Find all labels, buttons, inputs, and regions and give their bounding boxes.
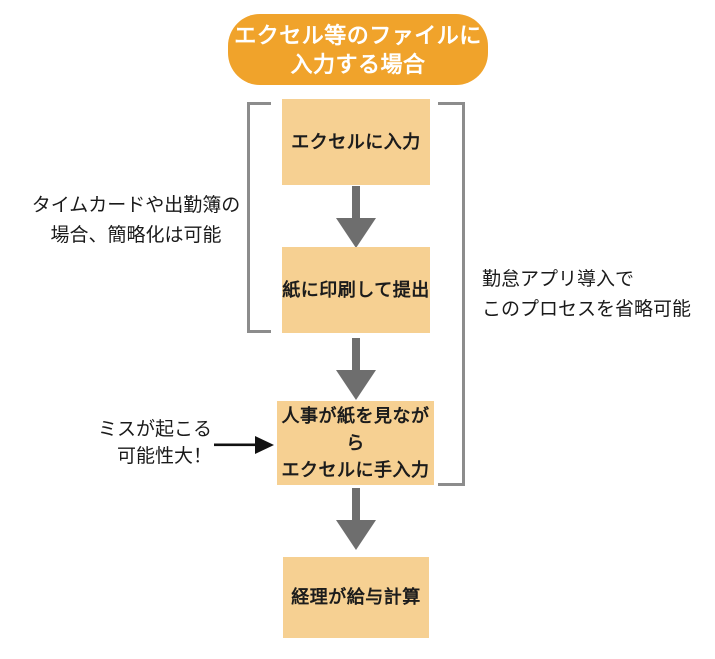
note-line: ミスが起こる xyxy=(97,419,212,440)
flow-step-excel-input: エクセルに入力 xyxy=(282,99,430,185)
right-bracket xyxy=(438,102,465,486)
arrow-down-icon xyxy=(336,186,376,248)
note-app-skip-process: 勤怠アプリ導入で このプロセスを省略可能 xyxy=(482,265,712,325)
flow-step-label: 経理が給与計算 xyxy=(291,587,421,607)
note-timecard-simplify: タイムカードや出勤簿の 場合、簡略化は可能 xyxy=(24,191,248,251)
title-badge-line1: エクセル等のファイルに xyxy=(234,22,482,48)
note-line: このプロセスを省略可能 xyxy=(482,299,692,320)
note-mistake-risk: ミスが起こる 可能性大！ xyxy=(90,416,212,470)
note-line: 可能性大！ xyxy=(116,446,212,467)
flow-step-print-submit: 紙に印刷して提出 xyxy=(282,247,430,333)
arrow-right-icon xyxy=(214,436,274,454)
note-line: タイムカードや出勤簿の xyxy=(31,195,241,216)
note-line: 勤怠アプリ導入で xyxy=(482,269,635,290)
flow-step-label: 紙に印刷して提出 xyxy=(282,279,430,300)
flow-step-hr-manual-entry: 人事が紙を見ながら エクセルに手入力 xyxy=(277,401,434,485)
flow-step-label: エクセルに入力 xyxy=(291,131,421,152)
flow-step-label-line2: エクセルに手入力 xyxy=(281,459,430,480)
title-badge: エクセル等のファイルに 入力する場合 xyxy=(228,14,488,85)
flow-step-label-line1: 人事が紙を見ながら xyxy=(281,405,430,453)
flow-step-payroll-calc: 経理が給与計算 xyxy=(283,557,429,638)
left-bracket xyxy=(247,102,271,333)
note-line: 場合、簡略化は可能 xyxy=(50,225,222,246)
arrow-down-icon xyxy=(336,338,376,400)
arrow-down-icon xyxy=(336,488,376,550)
title-badge-line2: 入力する場合 xyxy=(290,51,426,77)
